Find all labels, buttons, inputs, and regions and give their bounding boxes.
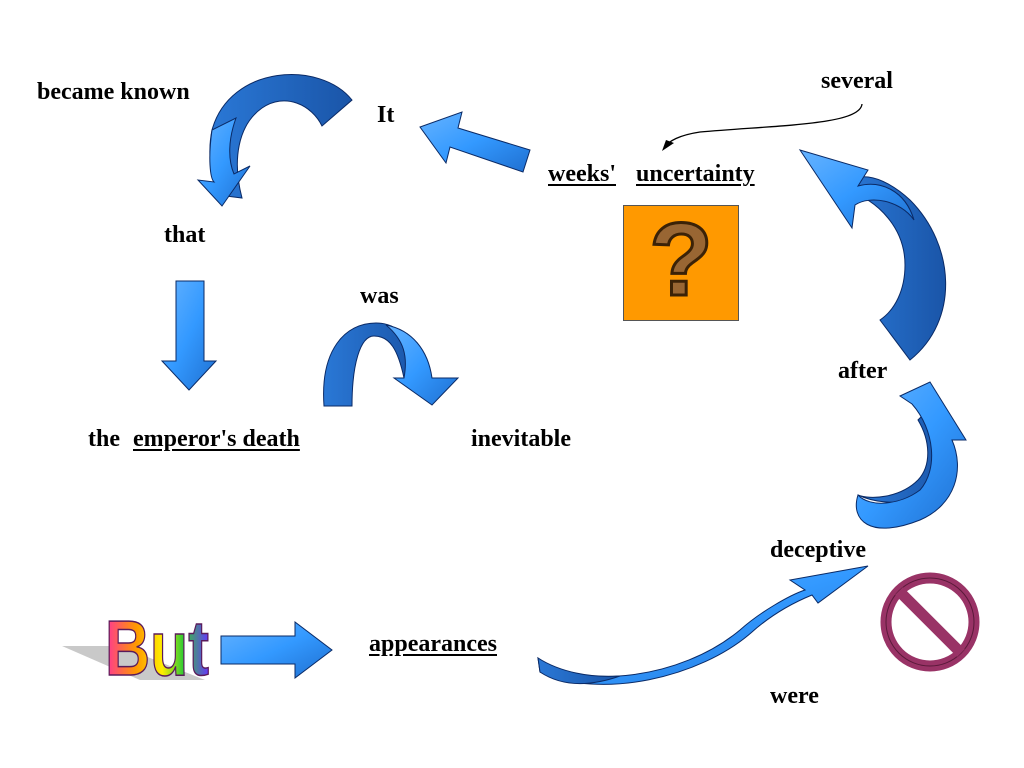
word-deceptive: deceptive: [770, 537, 866, 563]
but-text: But: [105, 604, 209, 692]
word-several: several: [821, 68, 893, 94]
curved-arrow-was: [323, 322, 460, 407]
right-arrow-but: [220, 620, 333, 680]
curved-arrow-became-that: [196, 74, 353, 207]
word-inevitable: inevitable: [471, 426, 571, 452]
word-became-known: became known: [37, 79, 190, 105]
but-wordart: But: [62, 603, 210, 693]
question-mark-icon: ?: [648, 202, 715, 318]
word-emperors-death: emperor's death: [133, 426, 300, 452]
word-uncertainty: uncertainty: [636, 161, 755, 187]
word-that: that: [164, 222, 206, 248]
curved-arrow-after: [798, 149, 947, 361]
connector-several: [662, 103, 863, 151]
word-after: after: [838, 358, 888, 384]
arrow-to-it: [419, 111, 531, 173]
question-box: ?: [623, 205, 739, 321]
curved-arrow-deceptive: [855, 381, 967, 529]
word-weeks: weeks': [548, 161, 616, 187]
word-the: the: [88, 426, 120, 452]
wavy-arrow-appearances: [537, 565, 869, 685]
word-was: was: [360, 283, 399, 309]
word-it: It: [377, 102, 395, 128]
word-were: were: [770, 683, 819, 709]
down-arrow-that: [160, 280, 218, 391]
prohibition-icon: [880, 572, 980, 672]
word-appearances: appearances: [369, 631, 497, 657]
